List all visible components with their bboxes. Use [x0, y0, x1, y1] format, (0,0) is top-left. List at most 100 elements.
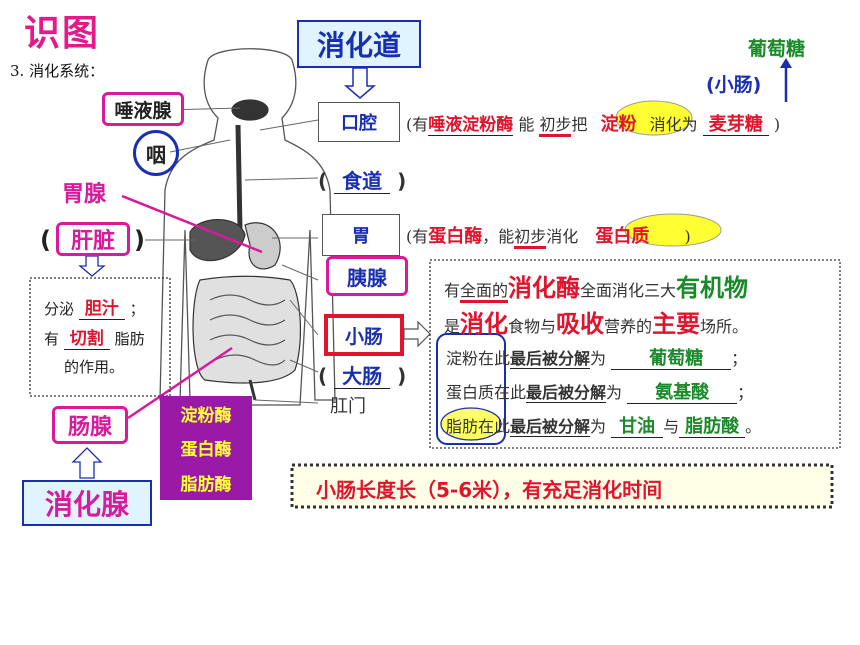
mouth-close: )	[773, 115, 781, 134]
bottom-note-border	[290, 463, 834, 509]
liver-paren-open: (	[40, 226, 51, 254]
gastric-gland-label: 胃腺	[62, 182, 107, 207]
enzyme-list-box: 淀粉酶 蛋白酶 脂肪酶	[160, 396, 252, 500]
info-row-starch: 淀粉在此最后被分解为 葡萄糖；	[446, 344, 747, 370]
has-text: 有	[44, 330, 60, 348]
digest-text: 消化	[546, 227, 579, 246]
gland-arrow	[71, 447, 103, 479]
protein-highlight	[624, 213, 722, 247]
pancreas-label: 胰腺	[326, 256, 408, 296]
protein-answer: 蛋白质	[595, 226, 650, 247]
info-text: 是	[444, 317, 461, 336]
absorb-answer: 吸收	[556, 310, 605, 338]
effect-text: 的作用。	[64, 358, 125, 376]
starch-answer: 淀粉	[600, 114, 637, 135]
large-intestine-line: ( 大肠 )	[318, 360, 406, 389]
info-text: ；	[737, 383, 754, 402]
info-text: 为	[606, 383, 623, 402]
bottom-note: 小肠长度长（5-6米），有充足消化时间	[316, 478, 663, 502]
stomach-row: (有蛋白酶，能初步消化 蛋白质 )	[406, 222, 691, 249]
fatty-acid-answer: 脂肪酸	[679, 416, 746, 438]
info-text: 与	[663, 417, 680, 436]
paren-open: (	[318, 364, 328, 388]
anus-label: 肛门	[330, 396, 366, 417]
down-arrow	[343, 67, 377, 99]
digest-answer: 消化	[460, 310, 509, 338]
fat-highlight	[440, 407, 502, 441]
first-step-text: 初步	[539, 115, 572, 137]
glycerol-answer: 甘油	[611, 416, 664, 438]
enzyme-item: 脂肪酶	[180, 475, 232, 496]
paren-close: )	[397, 169, 407, 193]
info-text: 全面的	[460, 281, 509, 303]
info-text: 为	[590, 349, 607, 368]
esophagus-line: ( 食道 )	[318, 165, 406, 194]
stomach-box: 胃	[322, 214, 400, 256]
info-line-2: 是消化食物与吸收营养的主要场所。	[444, 304, 748, 339]
can-text: 能	[518, 115, 535, 134]
info-text: 脂肪	[446, 417, 479, 436]
info-line-1: 有全面的消化酶全面消化三大有机物	[444, 268, 748, 303]
can-text: ，能	[482, 227, 515, 246]
info-text: 最后被分解	[526, 383, 607, 403]
info-text: 。	[745, 417, 762, 436]
body-silhouette	[159, 48, 336, 406]
mouth-row: (有唾液淀粉酶 能 初步把 淀粉 消化为 麦芽糖 )	[406, 110, 781, 137]
glucose-label: 葡萄糖	[748, 38, 806, 60]
info-row-fat: 脂肪在此最后被分解为 甘油与脂肪酸。	[446, 412, 761, 438]
info-row-protein: 蛋白质在此最后被分解为 氨基酸；	[446, 378, 753, 404]
large-intestine-label: 大肠	[334, 364, 391, 389]
starch-highlight	[615, 100, 693, 136]
info-text: ；	[731, 349, 748, 368]
digestive-glands-label: 消化腺	[22, 480, 152, 526]
small-intestine-arrow	[403, 320, 431, 348]
intestinal-gland-label: 肠腺	[52, 406, 128, 444]
enzyme-item: 蛋白酶	[180, 440, 232, 461]
info-text: 为	[590, 417, 607, 436]
first-step-text: 初步	[514, 227, 547, 249]
secrete-text: 分泌	[44, 300, 75, 318]
fat-text: 脂肪	[114, 330, 145, 348]
pepsin-answer: 蛋白酶	[428, 226, 483, 247]
liver-arrow	[78, 255, 106, 277]
liver-info-border	[29, 277, 171, 397]
mouth-box: 口腔	[318, 102, 400, 142]
info-text: 蛋白质	[446, 383, 495, 402]
ba-text: 把	[571, 115, 588, 134]
info-text: 食物与	[508, 317, 557, 336]
paren-close: )	[397, 364, 407, 388]
organic-answer: 有机物	[676, 274, 749, 302]
info-text: 全面消化三大	[580, 281, 677, 300]
stomach-close: )	[684, 227, 691, 246]
salivary-amylase-answer: 唾液淀粉酶	[428, 115, 514, 136]
amino-acid-answer: 氨基酸	[627, 382, 738, 404]
esophagus-label: 食道	[334, 169, 391, 194]
small-intestine-box: 小肠	[324, 314, 404, 356]
small-intestine-paren-label: (小肠)	[706, 74, 762, 96]
liver-line-1: 分泌 胆汁 ；	[44, 294, 145, 320]
enzyme-answer: 消化酶	[508, 274, 581, 302]
page-subtitle: 3. 消化系统：	[10, 62, 105, 80]
liver-paren-close: )	[134, 226, 145, 254]
digest-to-text: 消化为	[649, 115, 698, 134]
glucose-answer: 葡萄糖	[611, 348, 732, 370]
info-text: 在此	[478, 417, 511, 436]
info-box-border	[429, 259, 841, 449]
info-text: 淀粉	[446, 349, 479, 368]
info-text: 场所。	[700, 317, 749, 336]
enzyme-item: 淀粉酶	[180, 405, 232, 426]
info-text: 最后被分解	[510, 349, 591, 369]
info-text: 在此	[494, 383, 527, 402]
main-answer: 主要	[652, 310, 701, 338]
bile-answer: 胆汁	[78, 299, 125, 320]
mouth-open: (有	[406, 115, 429, 134]
stomach-open: (有	[406, 227, 429, 246]
digestive-tract-header: 消化道	[297, 20, 421, 68]
liver-label: 肝脏	[56, 222, 130, 256]
info-text: 最后被分解	[510, 417, 591, 437]
maltose-answer: 麦芽糖	[702, 114, 769, 136]
info-text: 在此	[478, 349, 511, 368]
left-column-bracket	[436, 333, 506, 445]
leader-lines	[145, 107, 319, 404]
